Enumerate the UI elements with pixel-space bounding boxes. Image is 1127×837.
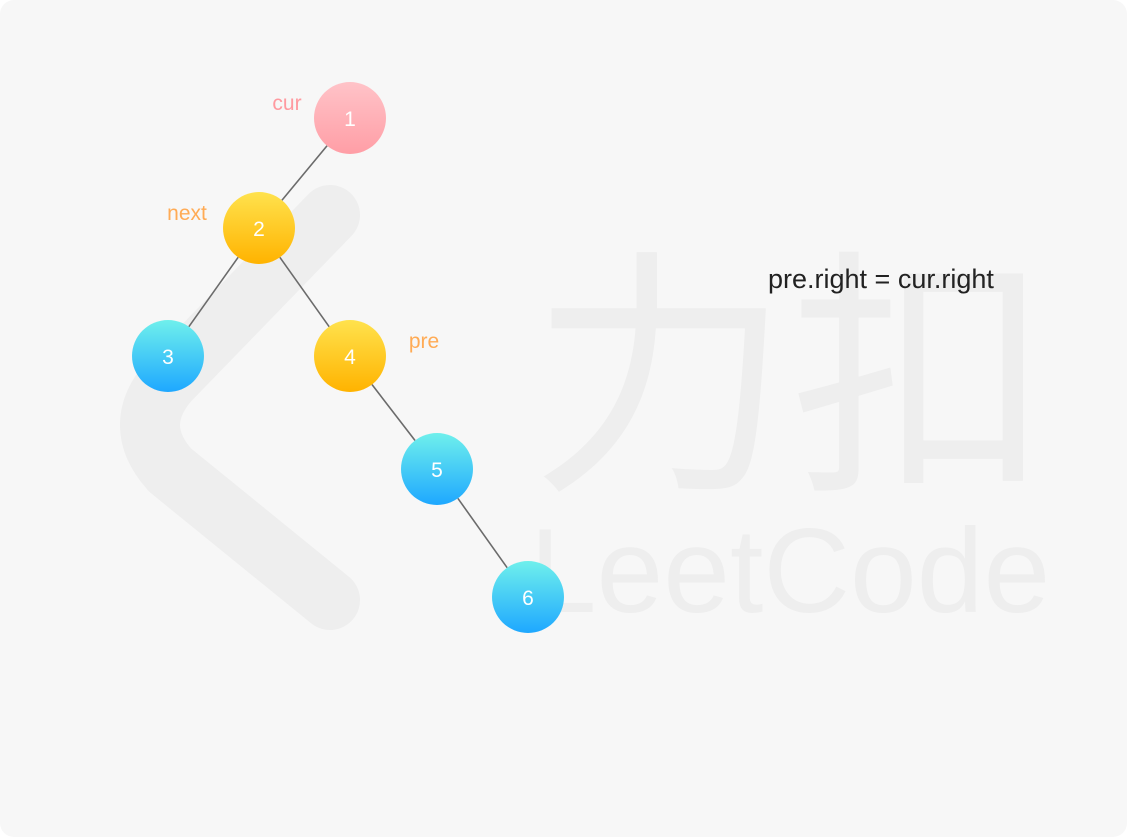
node-label-4: 4 — [344, 346, 356, 369]
tree-node-1: 1 — [314, 82, 386, 154]
node-circle-5 — [401, 433, 473, 505]
tree-edges — [188, 145, 508, 569]
watermark-chinese-text: 力扣 — [530, 236, 1050, 526]
tree-node-4: 4 — [314, 320, 386, 392]
node-circle-2 — [223, 192, 295, 264]
node-label-3: 3 — [162, 346, 174, 369]
tree-node-6: 6 — [492, 561, 564, 633]
node-label-5: 5 — [431, 459, 443, 482]
node-circle-4 — [314, 320, 386, 392]
node-label-2: 2 — [253, 218, 265, 241]
tree-node-2: 2 — [223, 192, 295, 264]
tree-node-3: 3 — [132, 320, 204, 392]
node-circle-3 — [132, 320, 204, 392]
watermark-leetcode-text: LeetCode — [530, 504, 1050, 638]
code-statement: pre.right = cur.right — [768, 264, 994, 294]
pointer-labels: cur next pre — [167, 92, 439, 353]
node-label-6: 6 — [522, 587, 534, 610]
edge-n5-n6 — [457, 497, 508, 569]
tree-nodes: 1 2 3 4 5 6 — [132, 82, 564, 633]
pointer-label-pre: pre — [409, 330, 439, 353]
node-label-1: 1 — [344, 108, 356, 131]
pointer-label-cur: cur — [272, 92, 301, 115]
edge-n2-n4 — [279, 256, 330, 328]
edge-n2-n3 — [188, 256, 239, 328]
edge-n1-n2 — [281, 145, 328, 201]
tree-node-5: 5 — [401, 433, 473, 505]
node-circle-6 — [492, 561, 564, 633]
node-circle-1 — [314, 82, 386, 154]
pointer-label-next: next — [167, 202, 207, 225]
edge-n4-n5 — [371, 384, 416, 441]
